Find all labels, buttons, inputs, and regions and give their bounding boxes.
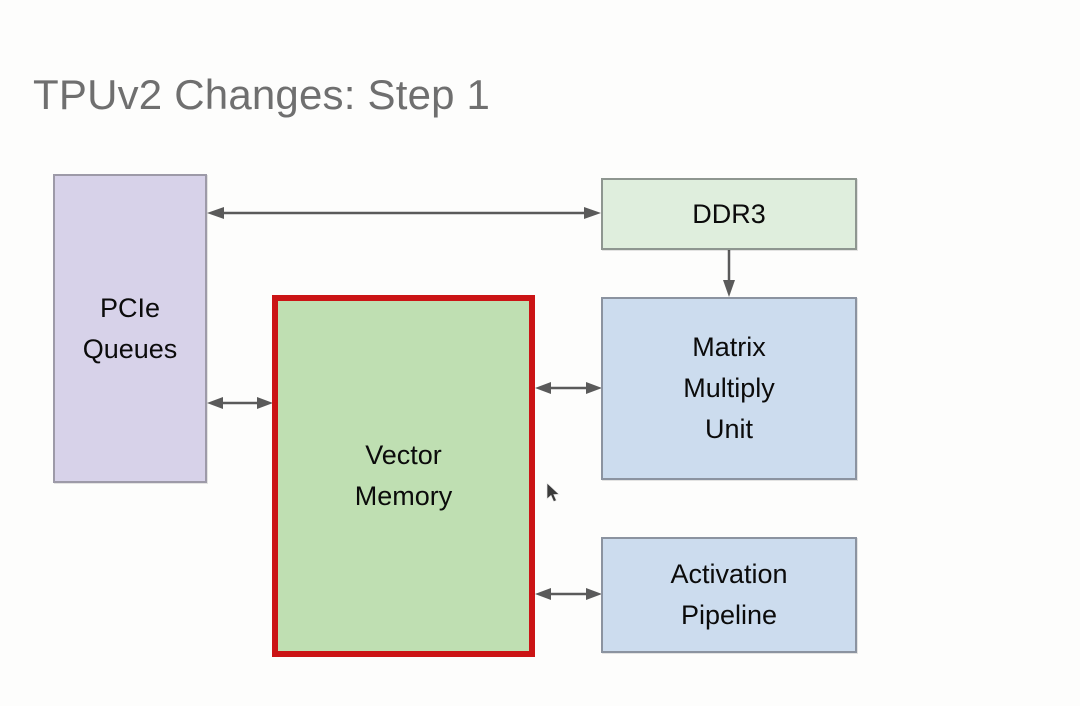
block-activation-pipeline[interactable]: Activation Pipeline: [601, 537, 857, 653]
block-activation-pipeline-label: Activation Pipeline: [670, 559, 788, 630]
mouse-pointer-icon: [546, 482, 562, 504]
connector-vmem-mmu: [535, 378, 602, 398]
connector-pcie-ddr3: [207, 203, 601, 223]
page-title: TPUv2 Changes: Step 1: [33, 71, 491, 118]
block-matrix-multiply-unit-label: Matrix Multiply Unit: [683, 332, 775, 444]
block-pcie-queues[interactable]: PCIe Queues: [53, 174, 207, 483]
connector-ddr3-mmu: [719, 250, 739, 297]
block-vector-memory-label: Vector Memory: [354, 440, 453, 511]
block-vector-memory[interactable]: Vector Memory: [272, 295, 535, 657]
connector-vmem-activation: [535, 584, 602, 604]
connector-pcie-vmem: [207, 393, 273, 413]
block-matrix-multiply-unit[interactable]: Matrix Multiply Unit: [601, 297, 857, 480]
block-ddr3[interactable]: DDR3: [601, 178, 857, 250]
block-pcie-queues-label: PCIe Queues: [82, 292, 178, 364]
block-ddr3-label: DDR3: [692, 198, 766, 229]
